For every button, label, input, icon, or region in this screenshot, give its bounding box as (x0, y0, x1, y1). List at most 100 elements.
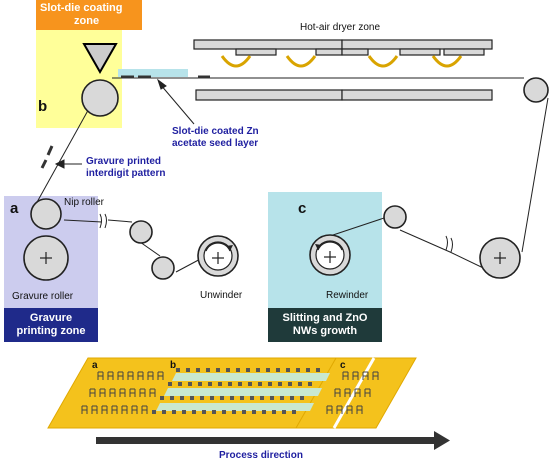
printed-pattern-on-web (40, 75, 210, 169)
strip-letter-b: b (170, 360, 177, 371)
pattern-mark (81, 405, 88, 414)
pattern-mark (342, 371, 349, 380)
zone-letter-b: b (38, 98, 48, 115)
pattern-mark (326, 405, 333, 414)
slitting-idler-roller (383, 205, 407, 229)
gravure-label-line1: Gravure printed (86, 156, 162, 167)
nip-roller (30, 198, 62, 230)
seed-layer-label: Slot-die coated Zn acetate seed layer (172, 126, 259, 150)
electrode-mark (216, 368, 220, 372)
electrode-mark (160, 396, 164, 400)
pattern-mark (99, 388, 106, 397)
electrode-mark (172, 410, 176, 414)
electrode-mark (278, 382, 282, 386)
slot-die-zone-header (36, 0, 142, 30)
gravure-label-line2: interdigit pattern (86, 168, 166, 179)
pattern-mark (89, 388, 96, 397)
electrode-mark (248, 382, 252, 386)
slot-die-title-line1: Slot-die coating (40, 2, 123, 14)
process-direction-label: Process direction (219, 450, 303, 461)
electrode-mark (222, 410, 226, 414)
electrode-mark (242, 410, 246, 414)
electrode-mark (246, 368, 250, 372)
electrode-mark (268, 382, 272, 386)
electrode-mark (280, 396, 284, 400)
pattern-mark (107, 371, 114, 380)
electrode-mark (286, 368, 290, 372)
seed-layer-band (118, 69, 188, 77)
pattern-mark (336, 405, 343, 414)
unwinder-label: Unwinder (200, 290, 243, 301)
pattern-mark (111, 405, 118, 414)
unwinder-spool (197, 235, 239, 277)
electrode-mark (168, 382, 172, 386)
electrode-mark (218, 382, 222, 386)
electrode-mark (288, 382, 292, 386)
pattern-mark (352, 371, 359, 380)
gravure-title-line1: Gravure (29, 312, 73, 324)
pattern-mark (362, 371, 369, 380)
pattern-mark (372, 371, 379, 380)
gravure-pattern-label: Gravure printed interdigit pattern (86, 156, 165, 180)
pattern-mark (334, 388, 341, 397)
rewinder-label: Rewinder (326, 290, 369, 301)
electrode-mark (236, 368, 240, 372)
electrode-mark (196, 368, 200, 372)
electrode-mark (252, 410, 256, 414)
electrode-mark (300, 396, 304, 400)
electrode-mark (292, 410, 296, 414)
electrode-mark (282, 410, 286, 414)
electrode-mark (182, 410, 186, 414)
electrode-mark (298, 382, 302, 386)
pattern-mark (137, 371, 144, 380)
pattern-mark (364, 388, 371, 397)
slot-die-zone-title: Slot-die coating zone (40, 2, 123, 28)
electrode-mark (316, 368, 320, 372)
slitting-title-line2: NWs growth (292, 325, 358, 337)
pattern-mark (129, 388, 136, 397)
electrode-mark (232, 410, 236, 414)
electrode-mark (152, 410, 156, 414)
electrode-mark (226, 368, 230, 372)
zone-letter-a: a (10, 200, 19, 217)
electrode-mark (190, 396, 194, 400)
electrode-mark (220, 396, 224, 400)
interdigit-pattern-marks (81, 368, 379, 414)
electrode-mark (306, 368, 310, 372)
pattern-mark (354, 388, 361, 397)
idler-roller-2 (151, 256, 175, 280)
gravure-zone-title: Gravure printing zone (4, 312, 98, 338)
electrode-mark (228, 382, 232, 386)
slitting-zone-header (268, 308, 382, 342)
electrode-mark (200, 396, 204, 400)
gravure-zone-header (4, 308, 98, 342)
electrode-mark (290, 396, 294, 400)
electrode-mark (266, 368, 270, 372)
seed-label-line1: Slot-die coated Zn (172, 126, 259, 137)
pattern-mark (131, 405, 138, 414)
electrode-mark (206, 368, 210, 372)
slot-die-head (82, 43, 118, 75)
gravure-roller-label: Gravure roller (12, 291, 74, 302)
electrode-mark (296, 368, 300, 372)
pattern-mark (346, 405, 353, 414)
process-direction-arrow-shaft (96, 437, 434, 444)
electrode-mark (212, 410, 216, 414)
electrode-mark (258, 382, 262, 386)
nip-roller-label: Nip roller (64, 197, 105, 208)
rewinder-spool (309, 234, 351, 276)
pattern-mark (109, 388, 116, 397)
strip-cut-line (332, 357, 376, 429)
pattern-mark (147, 371, 154, 380)
electrode-mark (192, 410, 196, 414)
electrode-mark (188, 382, 192, 386)
electrode-mark (276, 368, 280, 372)
pattern-mark (157, 371, 164, 380)
pattern-mark (101, 405, 108, 414)
web-break-marks (99, 213, 453, 253)
dryer-bottom-rail (195, 89, 493, 101)
electrode-mark (240, 396, 244, 400)
slot-die-title-line2: zone (74, 15, 100, 27)
dryer-exit-roller (523, 77, 549, 103)
